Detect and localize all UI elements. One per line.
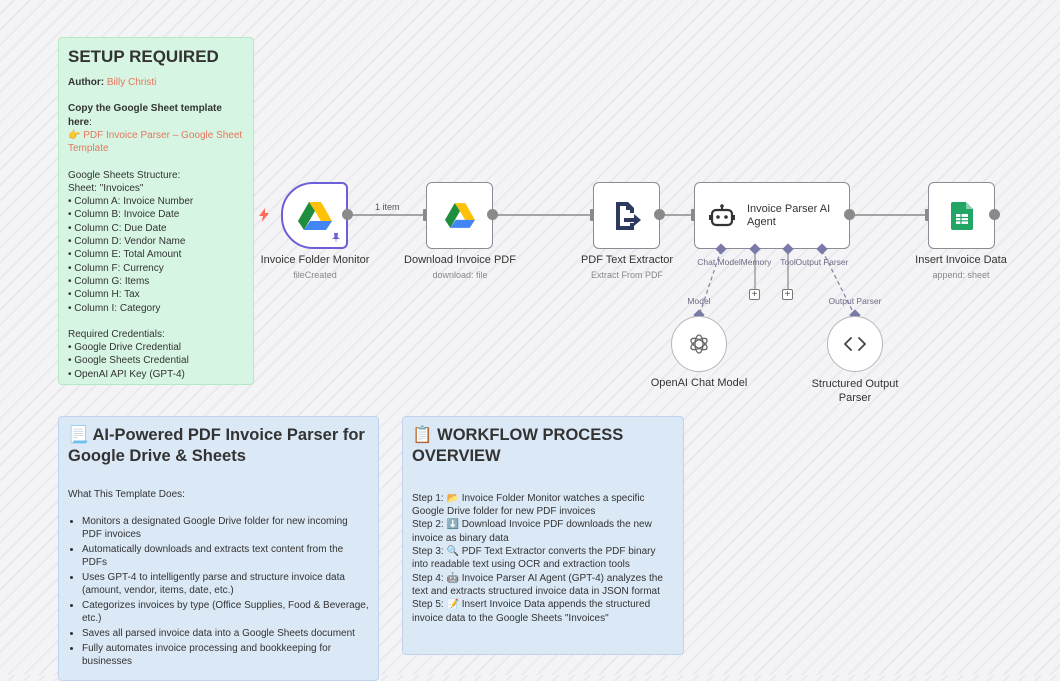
credential-item: • OpenAI API Key (GPT-4): [68, 368, 185, 380]
port-label: Tool: [780, 257, 796, 267]
node-title: Invoice Folder Monitor: [260, 254, 370, 266]
node-title: OpenAI Chat Model: [650, 377, 748, 389]
output-port[interactable]: [342, 209, 353, 220]
download-invoice-pdf-node[interactable]: [426, 182, 493, 249]
list-item: Uses GPT-4 to intelligently parse and st…: [82, 571, 369, 597]
credentials-title: Required Credentials:: [68, 328, 165, 340]
step-item: Step 3: 🔍 PDF Text Extractor converts th…: [412, 546, 659, 571]
credential-item: • Google Sheets Credential: [68, 355, 189, 367]
add-memory-button[interactable]: +: [749, 289, 760, 300]
google-drive-icon: [297, 201, 332, 230]
sheet-name: Sheet: "Invoices": [68, 182, 144, 194]
pdf-text-extractor-node[interactable]: [593, 182, 660, 249]
structure-title: Google Sheets Structure:: [68, 169, 181, 181]
connection-model-agent[interactable]: [698, 249, 722, 317]
structured-output-parser-node[interactable]: [827, 316, 883, 372]
google-sheets-icon: [950, 201, 973, 230]
port-label: Model: [687, 296, 711, 306]
copy-instruction: Copy the Google Sheet template here: [68, 103, 225, 128]
output-port[interactable]: [989, 209, 1000, 220]
node-title: Download Invoice PDF: [404, 254, 516, 266]
column-item: • Column C: Due Date: [68, 222, 167, 234]
node-subtitle: fileCreated: [293, 270, 337, 280]
robot-icon: [709, 203, 735, 226]
node-title: Insert Invoice Data: [915, 254, 1007, 266]
column-item: • Column E: Total Amount: [68, 249, 182, 261]
list-item: Categorizes invoices by type (Office Sup…: [82, 599, 369, 625]
column-item: • Column A: Invoice Number: [68, 196, 194, 208]
connection-parser-agent[interactable]: [821, 249, 856, 317]
step-item: Step 1: 📂 Invoice Folder Monitor watches…: [412, 492, 648, 518]
port-label: Output Parser: [828, 296, 882, 306]
output-port[interactable]: [844, 209, 855, 220]
workflow-overview-note[interactable]: 📋 WORKFLOW PROCESS OVERVIEW Step 1: 📂 In…: [402, 416, 684, 655]
about-subtitle: What This Template Does:: [68, 488, 185, 500]
add-tool-button[interactable]: +: [782, 289, 793, 300]
input-port[interactable]: [423, 209, 428, 221]
list-item: Saves all parsed invoice data into a Goo…: [82, 627, 369, 640]
step-item: Step 2: ⬇️ Download Invoice PDF download…: [412, 519, 655, 544]
column-item: • Column G: Items: [68, 275, 150, 287]
output-port[interactable]: [654, 209, 665, 220]
insert-invoice-data-node[interactable]: [928, 182, 995, 249]
step-item: Step 4: 🤖 Invoice Parser AI Agent (GPT-4…: [412, 572, 666, 597]
column-item: • Column D: Vendor Name: [68, 236, 186, 248]
node-title: Invoice Parser AI Agent: [747, 202, 831, 228]
trigger-bolt-icon: [259, 208, 269, 222]
item-count-label: 1 item: [375, 202, 400, 212]
invoice-parser-ai-agent-node[interactable]: Invoice Parser AI Agent: [694, 182, 850, 249]
author-name: Billy Christi: [106, 77, 157, 89]
setup-note[interactable]: SETUP REQUIRED Author: Billy Christi Cop…: [58, 37, 254, 385]
port-label: Chat Model: [697, 257, 741, 267]
list-item: Fully automates invoice processing and b…: [82, 642, 369, 668]
port-label: Output Parser: [795, 257, 849, 267]
input-port[interactable]: [590, 209, 595, 221]
feature-list: Monitors a designated Google Drive folde…: [68, 515, 369, 668]
port-label: Memory: [740, 257, 772, 267]
step-item: Step 5: 📝 Insert Invoice Data appends th…: [412, 599, 653, 624]
code-brackets-icon: [844, 337, 866, 351]
output-port[interactable]: [487, 209, 498, 220]
about-note[interactable]: 📃 AI-Powered PDF Invoice Parser for Goog…: [58, 416, 379, 681]
openai-chat-model-node[interactable]: [671, 316, 727, 372]
node-title: PDF Text Extractor: [580, 254, 674, 266]
list-item: Automatically downloads and extracts tex…: [82, 543, 369, 569]
setup-title: SETUP REQUIRED: [68, 47, 219, 66]
column-item: • Column F: Currency: [68, 262, 164, 274]
google-drive-icon: [444, 203, 475, 228]
template-link[interactable]: 👉 PDF Invoice Parser – Google Sheet Temp…: [68, 129, 245, 155]
openai-icon: [690, 334, 708, 354]
pdf-extract-icon: [615, 201, 641, 230]
node-subtitle: Extract From PDF: [590, 270, 664, 280]
input-port[interactable]: [691, 209, 696, 221]
node-subtitle: append: sheet: [932, 270, 990, 280]
column-item: • Column I: Category: [68, 302, 161, 314]
author-label: Author:: [68, 77, 105, 89]
node-title: Structured Output Parser: [811, 378, 899, 404]
workflow-title: 📋 WORKFLOW PROCESS OVERVIEW: [412, 426, 624, 466]
list-item: Monitors a designated Google Drive folde…: [82, 515, 369, 541]
column-item: • Column H: Tax: [68, 289, 140, 301]
credential-item: • Google Drive Credential: [68, 342, 181, 354]
pin-icon: [332, 233, 340, 243]
invoice-folder-monitor-node[interactable]: [281, 182, 348, 249]
input-port[interactable]: [925, 209, 930, 221]
node-subtitle: download: file: [432, 270, 488, 280]
about-title: 📃 AI-Powered PDF Invoice Parser for Goog…: [68, 426, 365, 466]
column-item: • Column B: Invoice Date: [68, 209, 180, 221]
